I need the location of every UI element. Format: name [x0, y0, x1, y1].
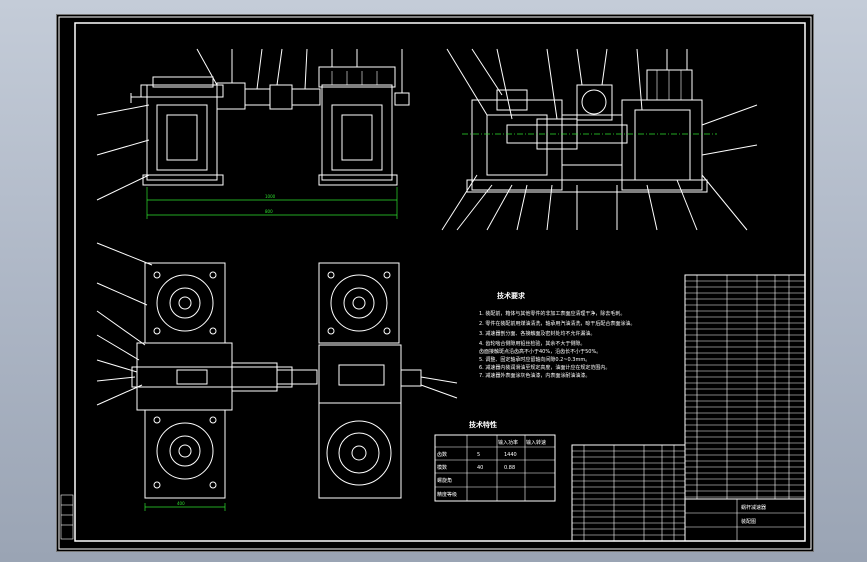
- tech-line-4: 4. 齿轮啮合侧隙用铅丝检验，其余不大于侧隙。: [479, 340, 585, 347]
- outer-border: [58, 16, 812, 550]
- spec-header-2: 输入转速: [526, 439, 546, 446]
- front-elevation-view: 1000 800: [96, 48, 410, 219]
- cad-drawing-canvas: 1000 800: [58, 16, 812, 550]
- spec-val-2: 1440: [504, 452, 517, 458]
- title-block-name: 蜗杆减速器: [741, 504, 766, 511]
- spec-val-1: 5: [477, 452, 480, 458]
- section-view: [441, 48, 758, 231]
- parts-list-right: [684, 274, 806, 500]
- technical-spec-table: 技术特性 输入功率 输入转速 齿数 模数 螺旋角 精度等级 5 1440 40 …: [434, 420, 556, 502]
- parts-list-bottom: [571, 444, 686, 542]
- technical-requirements: 技术要求 1. 装配前，箱体与其他零件的非加工表面应清理干净，除去毛刺。 2. …: [479, 291, 635, 379]
- spec-val-3: 40: [477, 465, 483, 471]
- tech-line-5: 齿面接触斑点沿齿高不小于40%，沿齿长不小于50%。: [479, 348, 601, 355]
- spec-row-3: 螺旋角: [437, 477, 452, 484]
- inner-border: [74, 22, 806, 542]
- cad-viewport[interactable]: 1000 800: [56, 14, 814, 552]
- spec-val-4: 0.88: [504, 465, 515, 471]
- tech-line-8: 7. 减速器外表面涂灰色油漆，内表面涂耐油油漆。: [479, 372, 590, 379]
- dim-label-3: 400: [177, 501, 185, 506]
- title-block: 蜗杆减速器 装配图: [684, 498, 806, 542]
- plan-view: 400: [96, 242, 458, 511]
- spec-row-2: 模数: [437, 464, 447, 471]
- spec-header-1: 输入功率: [498, 439, 518, 446]
- tech-line-3: 3. 减速器剖分面、各接触面及密封处均不允许漏油。: [479, 330, 595, 337]
- tech-title: 技术要求: [497, 291, 526, 300]
- binding-strip: [60, 494, 74, 540]
- tech-line-2: 2. 零件在装配前用煤油清洗，轴承用汽油清洗，晾干后配合表面涂油。: [479, 320, 635, 327]
- spec-row-1: 齿数: [437, 451, 447, 458]
- dim-label-1: 1000: [265, 194, 276, 199]
- dim-label-2: 800: [265, 209, 273, 214]
- title-block-sub: 装配图: [741, 518, 756, 525]
- parts-list-right-frame: [684, 274, 806, 500]
- tech-line-1: 1. 装配前，箱体与其他零件的非加工表面应清理干净，除去毛刺。: [479, 310, 625, 317]
- spec-row-4: 精度等级: [437, 491, 457, 498]
- spec-title: 技术特性: [469, 420, 497, 429]
- tech-line-7: 6. 减速器内装润滑油至规定高度，油面计应在规定范围内。: [479, 364, 610, 371]
- tech-line-6: 5. 调整、固定轴承时应留轴向间隙0.2~0.3mm。: [479, 356, 590, 363]
